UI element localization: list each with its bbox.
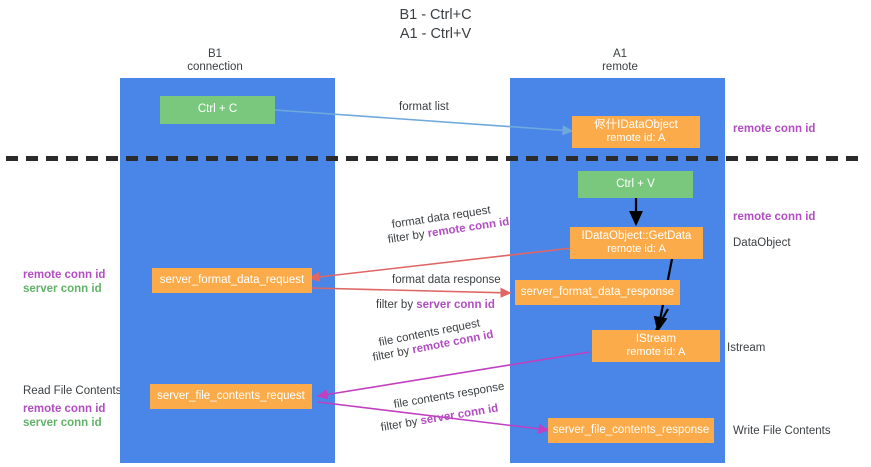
node-ctrl-c[interactable]: Ctrl + C [160, 96, 275, 124]
annotation-left-remote-conn-id-low: remote conn id [23, 403, 106, 415]
node-idataobject-remote-id: remote id: A [606, 132, 666, 144]
node-idataobject-remote[interactable]: 侭什IDataObject remote id: A [572, 116, 700, 148]
node-istream-label: IStream [635, 332, 677, 345]
page-title: B1 - Ctrl+C A1 - Ctrl+V [399, 7, 472, 42]
annotation-write-file-contents: Write File Contents [733, 425, 831, 437]
annotation-read-file-contents: Read File Contents [23, 385, 122, 397]
annotation-remote-conn-id-top: remote conn id [733, 123, 816, 135]
section-divider [6, 156, 865, 161]
node-idataobject-remote-label: 侭什IDataObject [594, 118, 678, 131]
node-server-format-data-request[interactable]: server_format_data_request [152, 268, 312, 293]
node-ctrl-c-label: Ctrl + C [197, 103, 238, 116]
node-server-format-data-response[interactable]: server_format_data_response [515, 280, 680, 305]
node-ctrl-v-label: Ctrl + V [616, 177, 655, 190]
node-idataobject-getdata-label: IDataObject::GetData [581, 229, 692, 242]
annotation-istream: Istream [727, 342, 766, 354]
annotation-left-server-conn-id-low: server conn id [23, 417, 102, 429]
lane-header-b1: B1 connection [187, 48, 243, 73]
node-istream[interactable]: IStream remote id: A [592, 330, 720, 362]
annotation-left-server-conn-id-mid: server conn id [23, 283, 102, 295]
lane-header-a1: A1 remote [602, 48, 638, 73]
node-idataobject-getdata[interactable]: IDataObject::GetData remote id: A [570, 227, 703, 259]
filter-key-server-conn-id: server conn id [416, 299, 495, 311]
node-server-file-contents-response[interactable]: server_file_contents_response [548, 418, 714, 443]
node-ctrl-v[interactable]: Ctrl + V [578, 171, 693, 198]
filter-prefix: filter by [376, 299, 417, 311]
node-server-format-data-request-label: server_format_data_request [159, 273, 305, 286]
annotation-remote-conn-id-mid: remote conn id [733, 211, 816, 223]
node-server-file-contents-response-label: server_file_contents_response [552, 423, 710, 436]
node-idataobject-getdata-id: remote id: A [607, 243, 666, 255]
annotation-dataobject: DataObject [733, 237, 791, 249]
node-server-file-contents-request[interactable]: server_file_contents_request [150, 384, 312, 409]
node-server-format-data-response-label: server_format_data_response [520, 285, 675, 298]
node-server-file-contents-request-label: server_file_contents_request [157, 389, 305, 402]
annotation-left-remote-conn-id-mid: remote conn id [23, 269, 106, 281]
edge-label-format-data-response-filter: filter by server conn id [376, 299, 495, 312]
node-istream-id: remote id: A [626, 346, 686, 358]
